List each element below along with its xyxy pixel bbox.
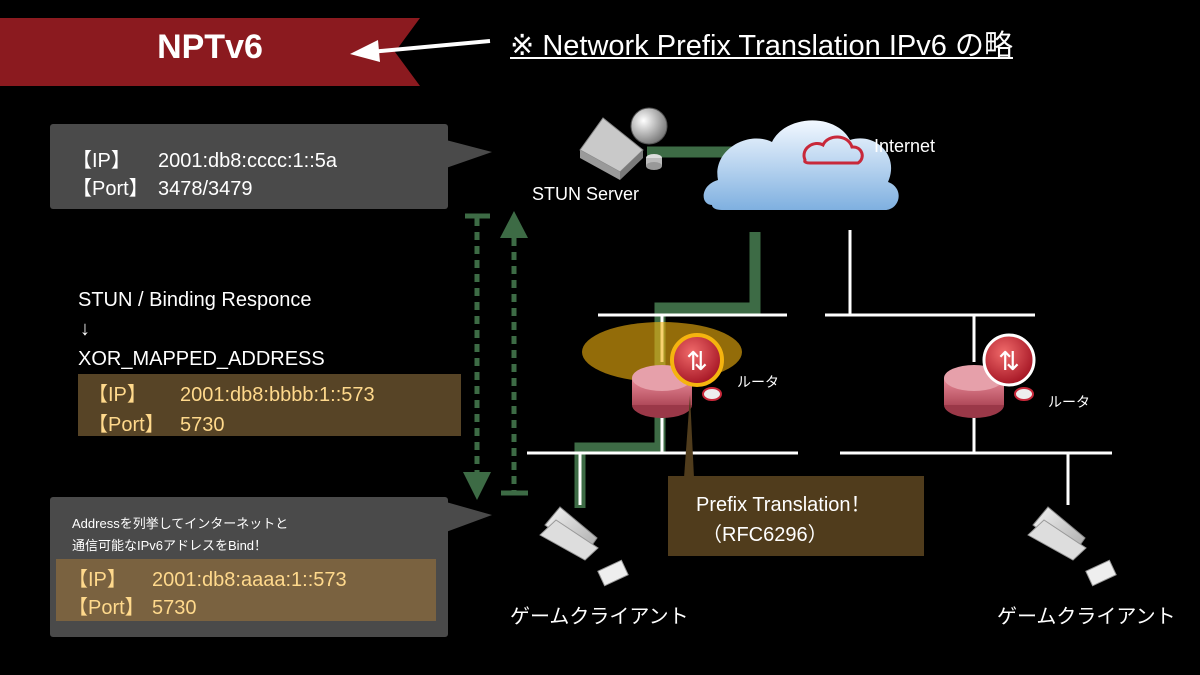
- client-ip-row: 【IP】 2001:db8:aaaa:1::573: [68, 563, 347, 592]
- svg-text:⇅: ⇅: [686, 346, 708, 376]
- client-right-laptop-icon: [1027, 506, 1117, 587]
- page-title: NPTv6: [157, 28, 263, 66]
- client-left-laptop-icon: [539, 506, 629, 587]
- client-port-key: 【Port】: [68, 597, 145, 619]
- stun-box-pointer: [446, 140, 492, 168]
- mapped-ip-key: 【IP】: [88, 384, 147, 406]
- client-left-label: ゲームクライアント: [510, 606, 689, 628]
- mapped-port-value: 5730: [180, 414, 225, 436]
- router-right-label: ルータ: [1048, 394, 1090, 410]
- stun-port-value: 3478/3479: [158, 178, 253, 200]
- title-banner: [0, 18, 420, 86]
- svg-text:⇅: ⇅: [998, 346, 1020, 376]
- mapped-port-row: 【Port】 5730: [88, 408, 225, 437]
- note-arrow-head: [350, 40, 380, 62]
- stun-ip-value: 2001:db8:cccc:1::5a: [158, 150, 338, 172]
- router-right-icon: ⇅: [944, 333, 1036, 418]
- client-right-label: ゲームクライアント: [997, 606, 1176, 628]
- mapped-address-box: 【IP】 2001:db8:bbbb:1::573 【Port】 5730: [78, 374, 461, 436]
- router-left-label: ルータ: [737, 374, 779, 390]
- stun-port-key: 【Port】: [72, 178, 149, 200]
- binding-arrows: [463, 211, 528, 500]
- stun-server-icon: [579, 107, 668, 180]
- client-port-row: 【Port】 5730: [68, 591, 197, 620]
- stun-server-label: STUN Server: [532, 184, 640, 204]
- note-arrow-line: [369, 39, 491, 54]
- internet-cloud-icon: [703, 120, 899, 210]
- stun-server-address-box: 【IP】 2001:db8:cccc:1::5a 【Port】 3478/3479: [50, 124, 448, 209]
- client-box-pointer: [446, 502, 492, 532]
- client-address-box: Addressを列挙してインターネットと 通信可能なIPv6アドレスをBind！…: [50, 497, 448, 637]
- prefix-translation-text: Prefix Translation！: [696, 494, 871, 516]
- prefix-translation-rfc: （RFC6296）: [702, 524, 828, 546]
- mapped-ip-row: 【IP】 2001:db8:bbbb:1::573: [88, 378, 375, 407]
- xor-mapped-address-label: XOR_MAPPED_ADDRESS: [78, 348, 325, 370]
- abbreviation-note: ※ Network Prefix Translation IPv6 の略: [510, 30, 1013, 62]
- binding-response-arrow: ↓: [80, 318, 90, 340]
- prefix-translation-callout: Prefix Translation！ （RFC6296）: [668, 476, 924, 556]
- client-port-value: 5730: [152, 597, 197, 619]
- client-address-values: 【IP】 2001:db8:aaaa:1::573 【Port】 5730: [56, 559, 436, 621]
- client-ip-value: 2001:db8:aaaa:1::573: [152, 569, 347, 591]
- client-description-line1: Addressを列挙してインターネットと: [72, 516, 289, 531]
- client-ip-key: 【IP】: [68, 569, 127, 591]
- stun-port-row: 【Port】 3478/3479: [72, 172, 253, 201]
- client-description: Addressを列挙してインターネットと 通信可能なIPv6アドレスをBind！: [72, 513, 288, 557]
- network-lines: [527, 230, 1112, 505]
- binding-response-title: STUN / Binding Responce: [78, 289, 312, 311]
- stun-ip-row: 【IP】 2001:db8:cccc:1::5a: [72, 144, 337, 173]
- client-description-line2: 通信可能なIPv6アドレスをBind！: [72, 538, 268, 553]
- router-left-icon: ⇅: [582, 322, 742, 418]
- internet-label: Internet: [874, 136, 936, 156]
- prefix-translation-pointer: [684, 395, 694, 478]
- mapped-ip-value: 2001:db8:bbbb:1::573: [180, 384, 375, 406]
- stun-ip-key: 【IP】: [72, 150, 131, 172]
- mapped-port-key: 【Port】: [88, 414, 165, 436]
